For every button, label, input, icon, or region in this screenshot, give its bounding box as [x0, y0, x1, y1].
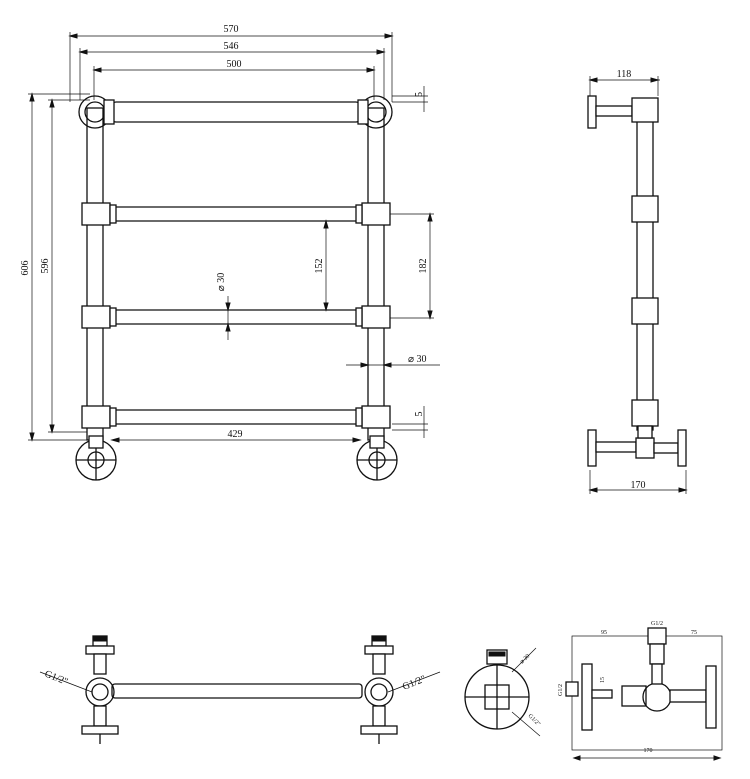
plan-view: G1/2" G1/2" — [39, 635, 441, 744]
dim-width-inner-label: 500 — [227, 59, 242, 70]
plan-right-valve — [360, 635, 398, 744]
front-view: 570 546 500 606 — [20, 24, 440, 481]
dim-bottom-gap: 5 — [392, 406, 428, 438]
dim-width-centres-label: 546 — [224, 41, 239, 52]
dim-bottom-rail-length-label: 429 — [228, 429, 243, 440]
dim-top-gap-label: 5 — [414, 92, 425, 97]
plan-left-valve — [81, 635, 119, 744]
valve-side-dim-thread: G1/2 — [558, 684, 564, 696]
valve-end-diameter-label: ⌀ 30 — [519, 653, 531, 665]
dim-bottom-gap-label: 5 — [414, 412, 425, 417]
right-valve-front — [356, 435, 398, 481]
plan-thread-left-label: G1/2" — [43, 669, 69, 688]
valve-end-thread-label: G1/2" — [527, 713, 542, 728]
dim-wall-projection-bottom-label: 170 — [631, 480, 646, 491]
valve-side-dim-right: 75 — [691, 630, 697, 636]
dim-wall-projection-bottom: 170 — [588, 470, 688, 494]
dim-rail-spacing-inner-label: 152 — [314, 259, 325, 274]
dim-height-overall: 606 — [20, 92, 90, 442]
dim-rail-diameter: ⌀ 30 — [216, 273, 231, 340]
valve-side-dim-left: 95 — [601, 630, 607, 636]
dim-width-centres: 546 — [78, 41, 386, 100]
dim-width-overall: 570 — [68, 24, 394, 102]
right-upright — [367, 107, 385, 441]
rail-2 — [81, 202, 391, 226]
dim-height-centres-label: 596 — [40, 259, 51, 274]
wall-bracket — [587, 95, 597, 129]
dim-height-centres: 596 — [40, 98, 90, 434]
dim-rail-spacing-centres: 182 — [390, 212, 434, 320]
left-valve-front — [75, 435, 117, 481]
rail-3 — [81, 305, 391, 329]
dim-width-inner: 500 — [92, 59, 376, 100]
valve-side-dim-small: 15 — [600, 677, 606, 683]
plan-rail — [111, 683, 363, 699]
dim-width-overall-label: 570 — [224, 24, 239, 35]
side-view: 118 170 — [587, 69, 688, 494]
dim-rail-diameter-label: ⌀ 30 — [216, 273, 227, 292]
dim-upright-diameter: ⌀ 30 — [346, 354, 440, 368]
valve-side-view: 95 G1/2 75 G1/2 15 170 — [558, 621, 723, 761]
side-valve — [587, 425, 687, 467]
valve-side-dim-total: 170 — [644, 748, 653, 754]
side-upright — [636, 99, 654, 431]
dim-rail-spacing-inner: 152 — [314, 219, 329, 312]
dim-bottom-rail-length: 429 — [110, 429, 362, 443]
plan-thread-right-label: G1/2" — [401, 674, 427, 693]
dim-wall-projection-top-label: 118 — [617, 69, 632, 80]
rail-bottom — [81, 405, 391, 429]
dim-rail-spacing-centres-label: 182 — [418, 259, 429, 274]
dim-upright-diameter-label: ⌀ 30 — [408, 354, 427, 365]
dim-height-overall-label: 606 — [20, 261, 31, 276]
left-upright — [86, 107, 104, 441]
dim-wall-projection-top: 118 — [588, 69, 660, 96]
dim-top-gap: 5 — [392, 86, 428, 112]
valve-side-dim-top: G1/2 — [651, 621, 663, 627]
valve-end-view: ⌀ 30 G1/2" — [464, 647, 542, 737]
rail-top — [103, 99, 369, 125]
